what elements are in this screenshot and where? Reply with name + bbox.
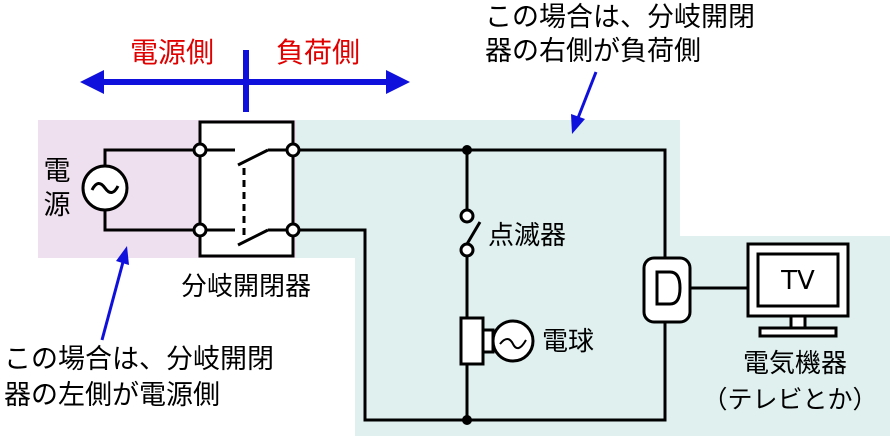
appliance-label-1: 電気機器 (743, 349, 847, 379)
pointer-arrow-left (100, 246, 129, 341)
breaker-label: 分岐開閉器 (181, 272, 311, 302)
outlet-icon (642, 256, 692, 324)
ac-source-icon (81, 164, 129, 212)
light-bulb-icon (459, 316, 535, 366)
breaker-switch-icon (192, 120, 301, 258)
power-source-label-2: 源 (44, 190, 71, 221)
load-side-region (296, 120, 890, 436)
dimmer-label: 点滅器 (488, 221, 566, 251)
pointer-arrow-right (571, 71, 598, 134)
load-side-label: 負荷側 (276, 36, 360, 69)
appliance-label-2: （テレビとか） (702, 385, 877, 414)
tv-label: TV (780, 266, 815, 296)
light-switch-icon (459, 208, 482, 258)
note-left-line1: この場合は、分岐開閉 (4, 344, 274, 375)
junction-dot-bottom (462, 415, 472, 425)
source-side-label: 電源側 (130, 36, 214, 69)
bulb-label: 電球 (542, 327, 594, 357)
note-right-line2: 器の右側が負荷側 (485, 36, 701, 67)
note-right-line1: この場合は、分岐開閉 (485, 2, 755, 33)
note-left-line2: 器の左側が電源側 (4, 380, 220, 411)
side-divider-arrow (80, 50, 410, 112)
junction-dot-top (462, 145, 472, 155)
power-source-label-1: 電 (44, 156, 71, 187)
tv-icon (746, 242, 850, 338)
